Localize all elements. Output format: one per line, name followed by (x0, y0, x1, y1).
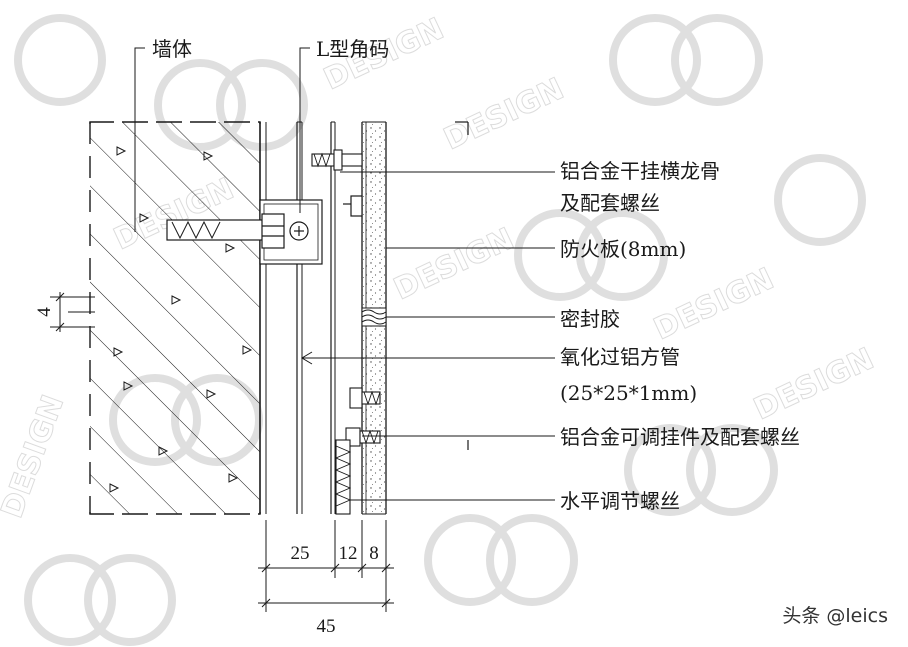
leader-l-bracket (299, 47, 310, 213)
leader-wall (134, 47, 145, 232)
hanger-screw-upper (349, 387, 381, 409)
watermark-word: DESIGN (439, 71, 570, 157)
dim-45-label: 45 (317, 616, 336, 637)
callout-fire-board: 防火板(8mm) (560, 237, 686, 261)
hanger-screw-lower (345, 427, 381, 447)
dim-25-label: 25 (291, 543, 310, 564)
callout-runner-line1: 铝合金干挂横龙骨 (560, 159, 720, 183)
leveling-screw (334, 439, 352, 515)
leader-lines (134, 47, 555, 501)
dim-4-label: 4 (34, 307, 55, 317)
dim-4 (50, 292, 95, 332)
callout-l-bracket: L型角码 (316, 37, 389, 61)
runner-screw (311, 149, 363, 171)
watermark-word: DESIGN (0, 391, 71, 523)
sealant-joint (361, 307, 387, 327)
runner-clip (343, 195, 363, 217)
watermark-word: DESIGN (649, 261, 780, 347)
wall-aggregate (109, 146, 253, 493)
callout-hanger: 铝合金可调挂件及配套螺丝 (560, 425, 800, 449)
wall-section (89, 121, 267, 515)
watermark-word: DESIGN (749, 341, 880, 427)
wall-hatch (90, 122, 260, 514)
dim-8-label: 8 (369, 543, 379, 564)
credit-text: 头条 @leics (782, 605, 888, 627)
dim-12-label: 12 (339, 543, 358, 564)
dimension-chain (258, 520, 394, 612)
leader-tube-arrow (301, 351, 313, 365)
callout-tube-line2: (25*25*1mm) (560, 381, 697, 405)
l-bracket (166, 199, 323, 265)
callout-wall: 墙体 (152, 37, 192, 61)
watermark-word: DESIGN (389, 221, 520, 307)
aluminum-tube (296, 121, 336, 514)
callout-leveling-screw: 水平调节螺丝 (560, 489, 680, 513)
callout-sealant: 密封胶 (560, 307, 620, 331)
callout-runner-line2: 及配套螺丝 (560, 191, 660, 215)
callout-tube-line1: 氧化过铝方管 (560, 345, 680, 369)
